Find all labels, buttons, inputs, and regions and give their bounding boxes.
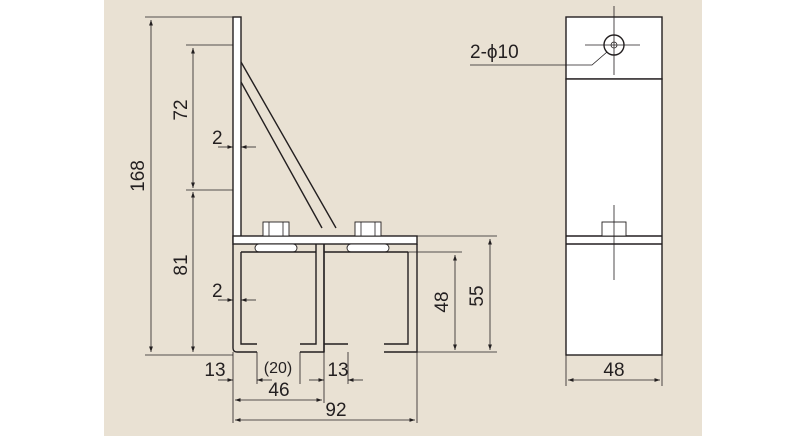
dim-channel-height: 48 bbox=[432, 291, 453, 312]
dimension-lines-right bbox=[408, 235, 497, 353]
dimension-lines-bottom bbox=[218, 352, 418, 423]
bolt-right bbox=[346, 221, 390, 253]
side-view bbox=[470, 6, 663, 386]
front-view bbox=[232, 16, 418, 353]
dim-hole-spec: 2-ϕ10 bbox=[470, 42, 519, 63]
dim-channel-width: 46 bbox=[268, 380, 289, 401]
dim-rail-height: 55 bbox=[467, 285, 488, 306]
vertical-plate bbox=[232, 16, 242, 244]
dim-total-height: 168 bbox=[128, 160, 149, 192]
dim-flange-left: 13 bbox=[204, 360, 225, 381]
bolt-left bbox=[254, 221, 298, 253]
dim-lower-height: 81 bbox=[171, 254, 192, 275]
dim-thickness-upper: 2 bbox=[212, 128, 223, 149]
dim-thickness-lower: 2 bbox=[212, 281, 223, 302]
channel-right bbox=[323, 244, 418, 353]
gusset-rib bbox=[240, 61, 337, 229]
dimension-lines-left bbox=[145, 16, 256, 356]
dim-slot-gap: (20) bbox=[264, 360, 292, 377]
dim-side-width: 48 bbox=[603, 360, 624, 381]
top-plate bbox=[232, 235, 418, 245]
dim-flange-right: 13 bbox=[327, 360, 348, 381]
dim-upper-height: 72 bbox=[171, 99, 192, 120]
dim-overall-width: 92 bbox=[325, 400, 346, 421]
channel-left bbox=[232, 244, 325, 353]
